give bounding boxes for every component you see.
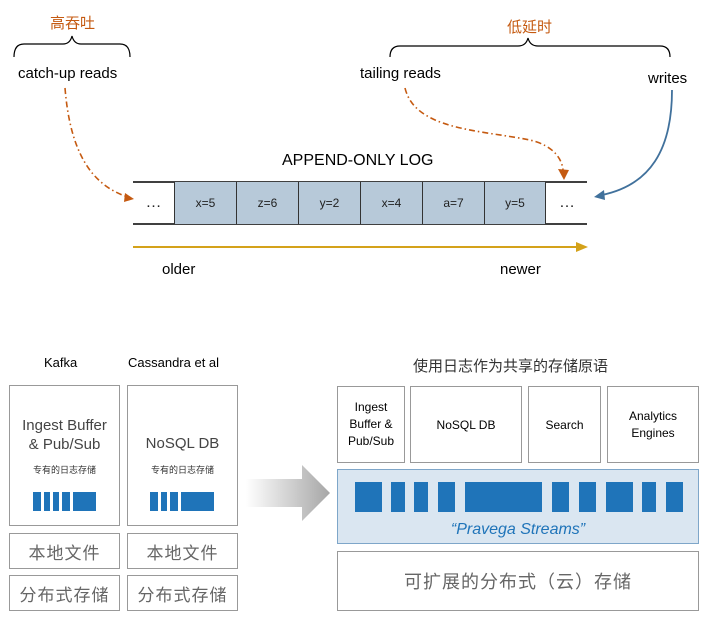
- log-segment: [414, 482, 428, 512]
- app-box-ingest: Ingest Buffer & Pub/Sub: [337, 386, 405, 463]
- log-cell: z=6: [236, 182, 298, 224]
- log-segment: [606, 482, 633, 512]
- log-cell: x=5: [174, 182, 236, 224]
- older-label: older: [162, 261, 196, 278]
- log-ellipsis-right: …: [559, 194, 575, 211]
- left-brace: [13, 35, 131, 58]
- transition-arrow-icon: [246, 465, 330, 521]
- log-segment: [161, 492, 167, 511]
- right-brace: [389, 37, 671, 58]
- cassandra-box-title: NoSQL DB: [145, 435, 220, 452]
- cassandra-distributed-storage: 分布式存储: [127, 575, 238, 611]
- writes-arrow: [601, 89, 673, 196]
- log-segment: [181, 492, 214, 511]
- kafka-distributed-storage: 分布式存储: [9, 575, 120, 611]
- kafka-box-title: Ingest Buffer & Pub/Sub: [22, 417, 107, 453]
- app-box-analytics: Analytics Engines: [607, 386, 699, 463]
- kafka-title: Kafka: [44, 355, 78, 370]
- log-segment: [73, 492, 96, 511]
- cassandra-local-file: 本地文件: [127, 533, 238, 569]
- log-title: APPEND-ONLY LOG: [282, 152, 434, 169]
- catchup-arrow: [64, 87, 129, 198]
- log-segment: [355, 482, 382, 512]
- kafka-local-file: 本地文件: [9, 533, 120, 569]
- app-box-search: Search: [528, 386, 601, 463]
- right-title: 使用日志作为共享的存储原语: [413, 358, 609, 375]
- cassandra-title: Cassandra et al: [128, 355, 220, 370]
- scalable-storage-box: 可扩展的分布式（云）存储: [337, 551, 699, 611]
- log-segment: [642, 482, 656, 512]
- log-segment: [170, 492, 178, 511]
- pravega-streams-label: “Pravega Streams”: [450, 521, 586, 538]
- top-connectors: [13, 35, 673, 252]
- log-segment: [62, 492, 70, 511]
- cassandra-box-subtitle: 专有的日志存储: [150, 465, 214, 475]
- log-segment: [465, 482, 542, 512]
- cassandra-box: NoSQL DB 专有的日志存储: [127, 385, 238, 526]
- kafka-log-segments: [10, 492, 119, 512]
- log-segment: [44, 492, 50, 511]
- kafka-box-subtitle: 专有的日志存储: [32, 465, 96, 475]
- log-segment: [552, 482, 569, 512]
- tailing-arrow: [404, 87, 564, 171]
- tailing-reads-label: tailing reads: [360, 65, 441, 82]
- writes-arrowhead: [594, 190, 605, 200]
- cassandra-log-segments: [128, 492, 237, 512]
- log-segment: [438, 482, 455, 512]
- kafka-box: Ingest Buffer & Pub/Sub 专有的日志存储: [9, 385, 120, 526]
- low-latency-label: 低延时: [507, 19, 553, 36]
- pravega-streams-box: “Pravega Streams”: [337, 469, 699, 544]
- log-cell: y=2: [298, 182, 360, 224]
- log-cell: a=7: [422, 182, 484, 224]
- log-segment: [150, 492, 158, 511]
- newer-label: newer: [500, 261, 541, 278]
- log-segment: [666, 482, 683, 512]
- log-cell: x=4: [360, 182, 422, 224]
- high-throughput-label: 高吞吐: [50, 15, 96, 32]
- log-segment: [53, 492, 59, 511]
- writes-label: writes: [648, 70, 688, 87]
- log-segment: [579, 482, 596, 512]
- tailing-arrowhead: [558, 169, 569, 180]
- app-box-nosql: NoSQL DB: [410, 386, 522, 463]
- log-segment: [33, 492, 41, 511]
- log-cell: y=5: [484, 182, 546, 224]
- log-segment: [391, 482, 405, 512]
- log-ellipsis-left: …: [145, 194, 162, 211]
- time-axis-arrowhead: [576, 242, 588, 252]
- catchup-reads-label: catch-up reads: [18, 65, 118, 82]
- catchup-arrowhead: [124, 193, 134, 202]
